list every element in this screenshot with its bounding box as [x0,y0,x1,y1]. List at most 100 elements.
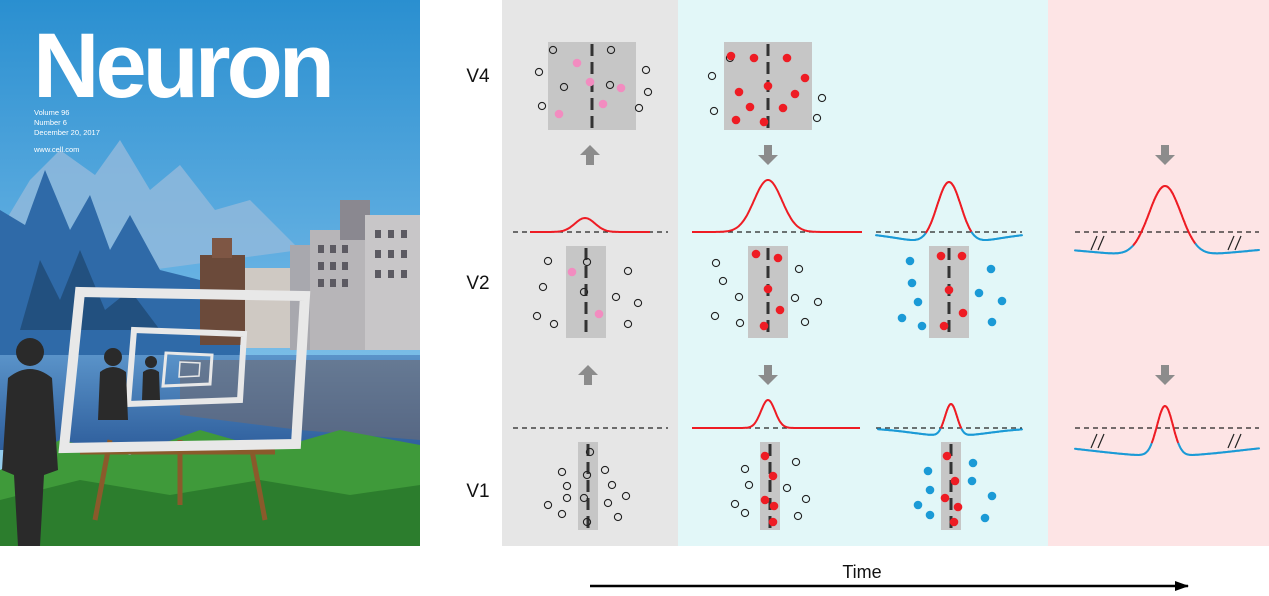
outline-dot [559,82,569,92]
filled-dot [572,58,582,68]
feedback-arrow [1155,365,1175,385]
cover-website: www.cell.com [34,145,80,154]
suppressed-dot [997,296,1007,306]
filled-dot [950,476,960,486]
filled-dot [768,517,778,527]
axis-break-mark [1097,235,1105,251]
suppressed-dot [913,297,923,307]
suppressed-dot [925,485,935,495]
outline-dot [605,80,615,90]
filled-dot [759,321,769,331]
filled-dot [953,502,963,512]
outline-dot [548,45,558,55]
axis-break-mark [1227,235,1235,251]
suppressed-dot [925,510,935,520]
suppressed-dot [913,500,923,510]
filled-dot [760,495,770,505]
suppressed-dot [986,264,996,274]
axis-break-mark [1090,433,1098,449]
area-label-v2: V2 [466,273,489,294]
filled-dot [554,109,564,119]
outline-dot [579,287,589,297]
outline-dot [603,498,613,508]
nested-canvas [58,286,311,454]
filled-dot [790,89,800,99]
filled-dot [760,451,770,461]
outline-dot [582,257,592,267]
suppressed-dot [987,491,997,501]
suppressed-dot [897,313,907,323]
response-curve [692,398,860,429]
filled-dot [759,117,769,127]
outline-dot [735,318,745,328]
cover-number: Number 6 [34,118,67,127]
outline-dot [557,467,567,477]
outline-dot [534,67,544,77]
filled-dot [726,51,736,61]
suppressed-dot [923,466,933,476]
filled-dot [778,103,788,113]
filled-dot [585,77,595,87]
axis-break-mark [1090,235,1098,251]
feedforward-arrow [578,365,598,385]
filled-dot [751,249,761,259]
outline-dot [793,511,803,521]
outline-dot [709,106,719,116]
outline-dot [606,45,616,55]
suppressed-dot [974,288,984,298]
outline-dot [813,297,823,307]
outline-dot [710,311,720,321]
filled-dot [775,305,785,315]
filled-dot [800,73,810,83]
outline-dot [611,292,621,302]
filled-dot [958,308,968,318]
filled-dot [769,501,779,511]
filled-dot [782,53,792,63]
feedback-arrow [758,145,778,165]
suppressed-dot [968,458,978,468]
outline-dot [801,494,811,504]
filled-dot [731,115,741,125]
filled-dot [763,284,773,294]
outline-dot [744,480,754,490]
filled-dot [936,251,946,261]
filled-dot [939,321,949,331]
cover-date: December 20, 2017 [34,128,100,137]
filled-dot [594,309,604,319]
mountains-front [0,170,240,400]
outline-dot [582,517,592,527]
stimulus-panels [513,42,1260,530]
filled-dot [773,253,783,263]
filled-dot [944,285,954,295]
outline-dot [623,319,633,329]
cover-title: Neuron [33,15,335,117]
time-axis-label: Time [842,562,881,582]
filled-dot [949,517,959,527]
suppressed-dot [980,513,990,523]
outline-dot [538,282,548,292]
suppressed-dot [987,317,997,327]
suppressed-dot [907,278,917,288]
outline-dot [794,264,804,274]
feedback-arrow [1155,145,1175,165]
response-curve [530,216,650,233]
outline-dot [537,101,547,111]
outline-dot [800,317,810,327]
outline-dot [734,292,744,302]
filled-dot [768,471,778,481]
outline-dot [562,493,572,503]
outline-dot [791,457,801,467]
filled-dot [940,493,950,503]
outline-dot [711,258,721,268]
buildings [200,200,420,350]
outline-dot [582,470,592,480]
outline-dot [718,276,728,286]
outline-dot [641,65,651,75]
area-label-v4: V4 [466,66,490,87]
filled-dot [763,81,773,91]
outline-dot [707,71,717,81]
outline-dot [600,465,610,475]
filled-dot [745,102,755,112]
area-label-v1: V1 [466,481,489,502]
